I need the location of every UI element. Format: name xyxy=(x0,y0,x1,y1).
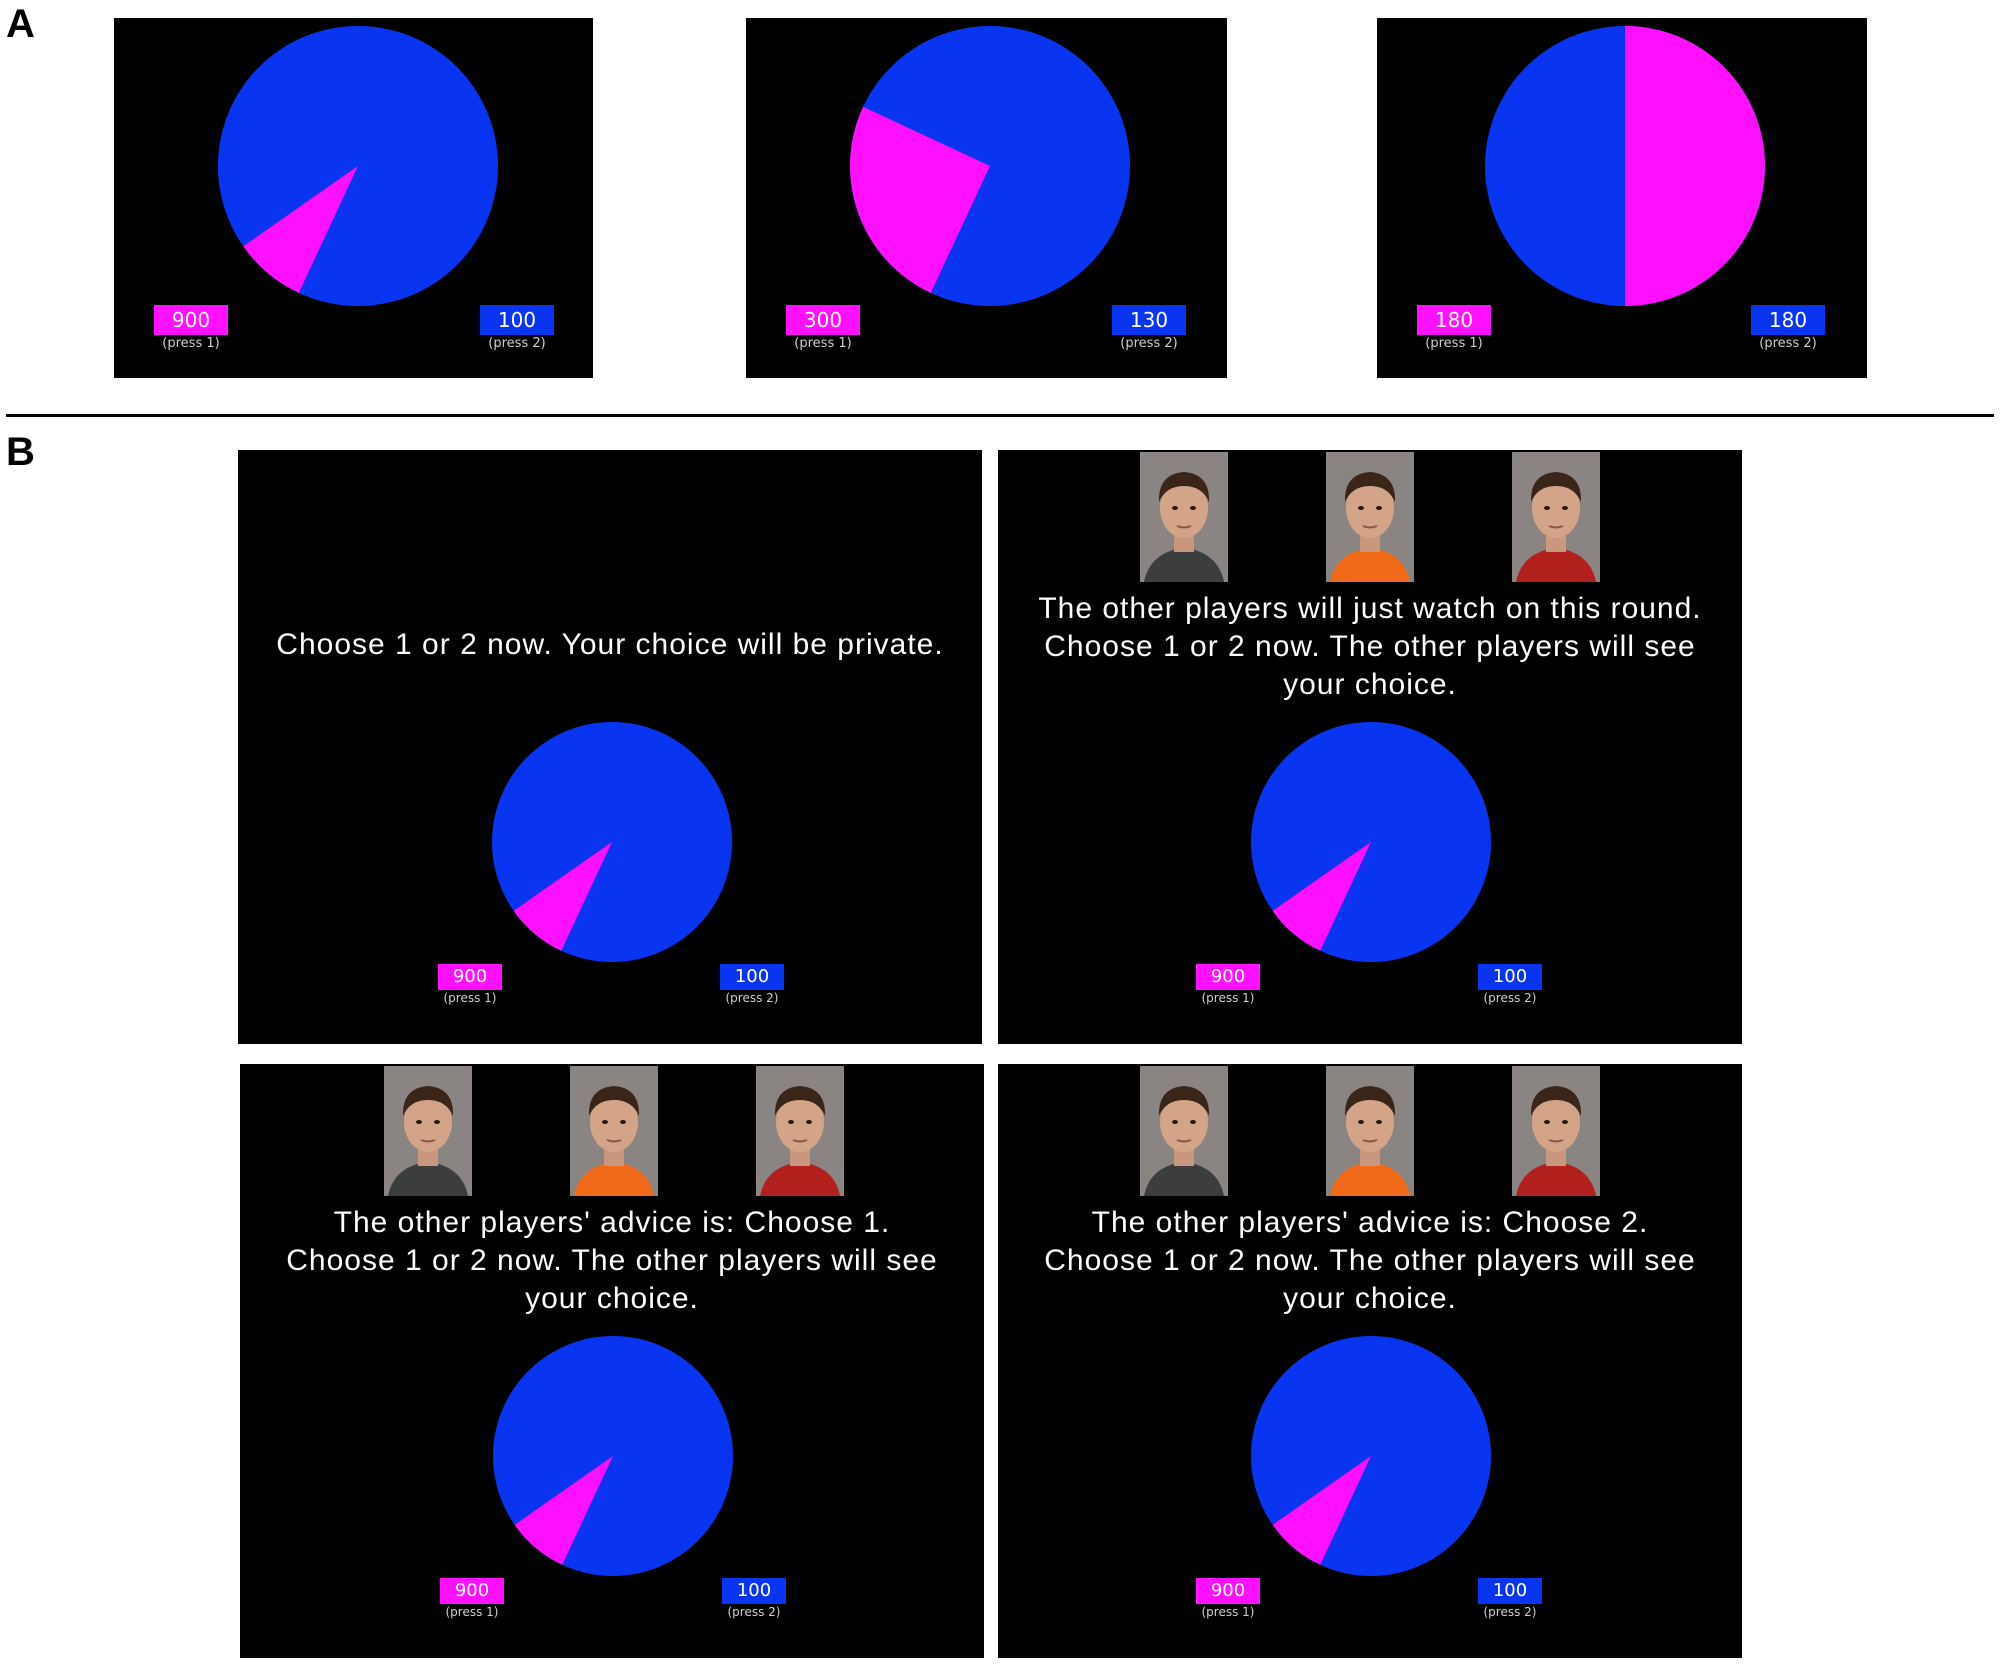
option-1-key: (press 1) xyxy=(162,336,220,351)
player-photo-1 xyxy=(384,1066,472,1196)
option-2-value: 100 xyxy=(1478,1578,1542,1604)
option-1-key: (press 1) xyxy=(1201,991,1255,1005)
portrait-graphic xyxy=(1140,1066,1228,1196)
panel-divider xyxy=(6,414,1994,417)
instruction-line-3: your choice. xyxy=(525,1282,699,1315)
pie-slice-option-1 xyxy=(514,1456,613,1565)
option-1-label: 300 (press 1) xyxy=(786,305,860,352)
instruction-text: Choose 1 or 2 now. Your choice will be p… xyxy=(238,626,982,664)
option-1-value: 900 xyxy=(440,1578,504,1604)
option-2-key: (press 2) xyxy=(1120,336,1178,351)
portrait-graphic xyxy=(384,1066,472,1196)
instruction-line-1: The other players will just watch on thi… xyxy=(1038,592,1702,625)
option-2-value: 180 xyxy=(1751,305,1825,335)
panel-b-advice-1-screen: The other players' advice is: Choose 1. … xyxy=(240,1064,984,1658)
option-1-key: (press 1) xyxy=(445,1605,499,1619)
payoff-pie-chart xyxy=(1251,1336,1491,1576)
option-1-label: 900 (press 1) xyxy=(438,964,502,1005)
option-1-value: 900 xyxy=(1196,964,1260,990)
payoff-pie-chart xyxy=(1251,722,1491,962)
pie-slice-option-1 xyxy=(243,166,358,293)
option-2-label: 180 (press 2) xyxy=(1751,305,1825,352)
option-1-value: 900 xyxy=(438,964,502,990)
panel-a-screen-2: 300 (press 1) 130 (press 2) xyxy=(746,18,1227,378)
option-2-key: (press 2) xyxy=(488,336,546,351)
pie-slice-option-1 xyxy=(1272,842,1371,951)
payoff-pie-chart xyxy=(1485,26,1765,306)
option-1-key: (press 1) xyxy=(794,336,852,351)
option-2-key: (press 2) xyxy=(1759,336,1817,351)
instruction-line-1: The other players' advice is: Choose 2. xyxy=(1091,1206,1649,1239)
option-1-value: 300 xyxy=(786,305,860,335)
option-1-label: 180 (press 1) xyxy=(1417,305,1491,352)
player-photo-2 xyxy=(570,1066,658,1196)
option-1-key: (press 1) xyxy=(1201,1605,1255,1619)
option-1-label: 900 (press 1) xyxy=(1196,1578,1260,1619)
option-2-label: 130 (press 2) xyxy=(1112,305,1186,352)
panel-label-b: B xyxy=(6,430,35,474)
option-2-value: 100 xyxy=(1478,964,1542,990)
payoff-pie-chart xyxy=(850,26,1130,306)
instruction-line-1: Choose 1 or 2 now. Your choice will be p… xyxy=(276,628,944,661)
option-2-label: 100 (press 2) xyxy=(1478,964,1542,1005)
option-1-label: 900 (press 1) xyxy=(440,1578,504,1619)
payoff-pie-chart xyxy=(493,1336,733,1576)
option-1-label: 900 (press 1) xyxy=(1196,964,1260,1005)
option-1-value: 900 xyxy=(154,305,228,335)
panel-a-screen-3: 180 (press 1) 180 (press 2) xyxy=(1377,18,1867,378)
payoff-pie-chart xyxy=(492,722,732,962)
portrait-graphic xyxy=(1326,452,1414,582)
player-photo-1 xyxy=(1140,1066,1228,1196)
instruction-line-1: The other players' advice is: Choose 1. xyxy=(333,1206,891,1239)
panel-b-private-screen: Choose 1 or 2 now. Your choice will be p… xyxy=(238,450,982,1044)
option-2-key: (press 2) xyxy=(1483,1605,1537,1619)
player-photo-1 xyxy=(1140,452,1228,582)
instruction-text: The other players will just watch on thi… xyxy=(998,590,1742,704)
option-2-key: (press 2) xyxy=(725,991,779,1005)
player-photo-3 xyxy=(1512,1066,1600,1196)
option-2-value: 130 xyxy=(1112,305,1186,335)
pie-slice-option-1 xyxy=(850,106,990,293)
option-2-key: (press 2) xyxy=(727,1605,781,1619)
player-photo-2 xyxy=(1326,452,1414,582)
instruction-line-2: Choose 1 or 2 now. The other players wil… xyxy=(1044,630,1696,663)
option-1-label: 900 (press 1) xyxy=(154,305,228,352)
option-2-label: 100 (press 2) xyxy=(722,1578,786,1619)
pie-slice-option-1 xyxy=(1625,26,1765,306)
portrait-graphic xyxy=(1140,452,1228,582)
instruction-line-3: your choice. xyxy=(1283,668,1457,701)
option-1-key: (press 1) xyxy=(1425,336,1483,351)
panel-b-advice-2-screen: The other players' advice is: Choose 2. … xyxy=(998,1064,1742,1658)
panel-label-a: A xyxy=(6,2,35,46)
player-photo-3 xyxy=(1512,452,1600,582)
portrait-graphic xyxy=(756,1066,844,1196)
option-2-value: 100 xyxy=(722,1578,786,1604)
player-photo-2 xyxy=(1326,1066,1414,1196)
player-photo-3 xyxy=(756,1066,844,1196)
option-2-label: 100 (press 2) xyxy=(1478,1578,1542,1619)
option-1-value: 180 xyxy=(1417,305,1491,335)
portrait-graphic xyxy=(570,1066,658,1196)
option-1-key: (press 1) xyxy=(443,991,497,1005)
instruction-text: The other players' advice is: Choose 2. … xyxy=(998,1204,1742,1318)
panel-b-observed-screen: The other players will just watch on thi… xyxy=(998,450,1742,1044)
option-2-key: (press 2) xyxy=(1483,991,1537,1005)
instruction-text: The other players' advice is: Choose 1. … xyxy=(240,1204,984,1318)
instruction-line-2: Choose 1 or 2 now. The other players wil… xyxy=(1044,1244,1696,1277)
option-2-label: 100 (press 2) xyxy=(480,305,554,352)
option-2-value: 100 xyxy=(720,964,784,990)
payoff-pie-chart xyxy=(218,26,498,306)
option-1-value: 900 xyxy=(1196,1578,1260,1604)
portrait-graphic xyxy=(1326,1066,1414,1196)
option-2-label: 100 (press 2) xyxy=(720,964,784,1005)
pie-slice-option-1 xyxy=(513,842,612,951)
panel-a-screen-1: 900 (press 1) 100 (press 2) xyxy=(114,18,593,378)
pie-slice-option-1 xyxy=(1272,1456,1371,1565)
portrait-graphic xyxy=(1512,452,1600,582)
option-2-value: 100 xyxy=(480,305,554,335)
instruction-line-2: Choose 1 or 2 now. The other players wil… xyxy=(286,1244,938,1277)
portrait-graphic xyxy=(1512,1066,1600,1196)
instruction-line-3: your choice. xyxy=(1283,1282,1457,1315)
